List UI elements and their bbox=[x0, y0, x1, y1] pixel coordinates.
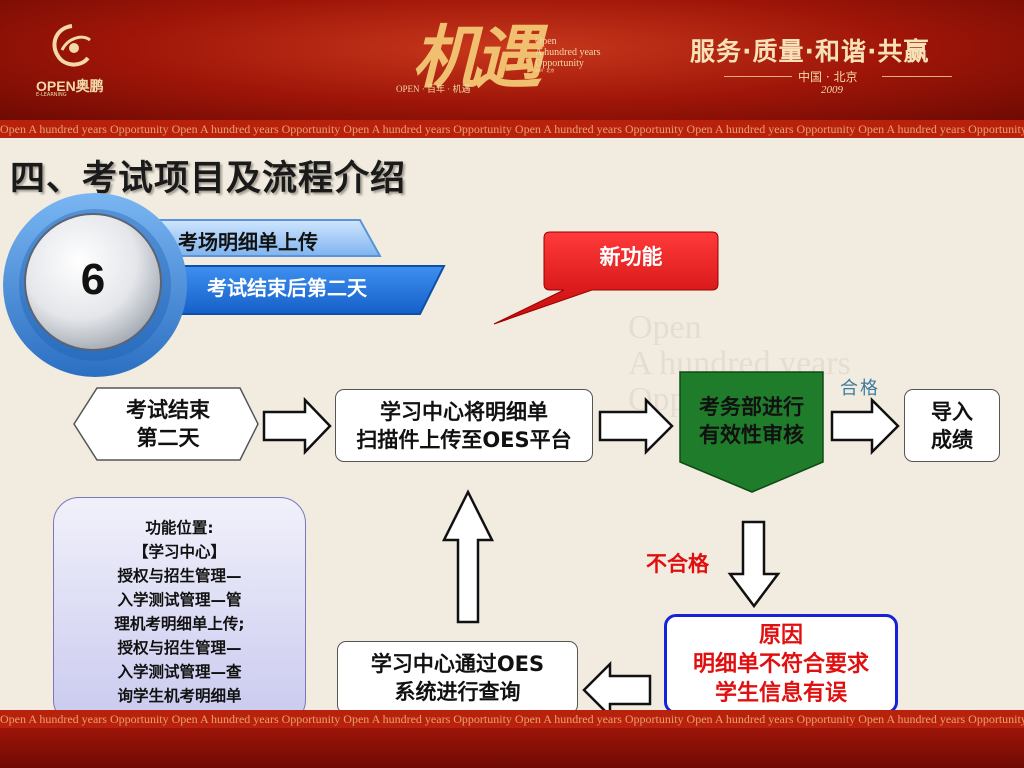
query-line: 系统进行查询 bbox=[394, 679, 521, 704]
location-text: 中国 · 北京 bbox=[798, 70, 858, 84]
brand-english-small: 2009 · 北京 bbox=[535, 68, 555, 73]
note-line: 授权与招生管理— bbox=[117, 638, 242, 657]
footer-strip: Open A hundred years Opportunity Open A … bbox=[0, 710, 1024, 728]
header-banner: OPEN奥鹏 E-LEARNING 机遇 Open A hundred year… bbox=[0, 0, 1024, 120]
callout-bubble bbox=[493, 231, 719, 325]
note-line: 【学习中心】 bbox=[132, 542, 226, 561]
note-line: 功能位置: bbox=[145, 518, 214, 537]
footer-bar bbox=[0, 728, 1024, 768]
note-line: 询学生机考明细单 bbox=[117, 686, 242, 705]
arrow-right bbox=[598, 396, 674, 456]
logo-text: OPEN奥鹏 bbox=[36, 78, 104, 94]
step1-line: 第二天 bbox=[136, 426, 200, 450]
brand-english-line: Opportunity bbox=[535, 58, 584, 69]
step3-text: 考务部进行 有效性审核 bbox=[680, 390, 823, 452]
step4-box: 导入 成绩 bbox=[904, 389, 1000, 462]
brand-english: Open A hundred years Opportunity bbox=[535, 36, 601, 69]
brand-english-line: A hundred years bbox=[535, 47, 601, 58]
reason-line: 学生信息有误 bbox=[714, 680, 847, 706]
step3-line: 考务部进行 bbox=[699, 395, 804, 419]
reason-line: 原因 bbox=[758, 622, 803, 648]
step1-line: 考试结束 bbox=[126, 398, 210, 422]
step2-box: 学习中心将明细单 扫描件上传至OES平台 bbox=[335, 389, 593, 462]
arrow-up bbox=[441, 489, 495, 624]
badge-disc bbox=[24, 213, 162, 351]
step2-line: 扫描件上传至OES平台 bbox=[356, 427, 572, 452]
slogan: 服务·质量·和谐·共赢 bbox=[690, 37, 930, 66]
note-line: 授权与招生管理— bbox=[117, 566, 242, 585]
step4-line: 成绩 bbox=[931, 427, 973, 452]
open-logo-icon bbox=[52, 24, 91, 67]
query-line: 学习中心通过OES bbox=[370, 651, 545, 676]
note-line: 入学测试管理—管 bbox=[117, 590, 242, 609]
query-box: 学习中心通过OES 系统进行查询 bbox=[337, 641, 578, 714]
step3-line: 有效性审核 bbox=[699, 423, 804, 447]
note-line: 理机考明细单上传; bbox=[114, 614, 245, 633]
fail-label: 不合格 bbox=[646, 552, 709, 576]
brand-calligraphy: 机遇 bbox=[412, 18, 542, 98]
pass-label: 合格 bbox=[840, 378, 880, 399]
function-location-note: 功能位置: 【学习中心】 授权与招生管理— 入学测试管理—管 理机考明细单上传;… bbox=[53, 497, 306, 726]
callout-label: 新功能 bbox=[599, 245, 663, 269]
header-strip: Open A hundred years Opportunity Open A … bbox=[0, 120, 1024, 138]
brand-english-line: Open bbox=[535, 36, 557, 47]
step1-hexagon bbox=[73, 387, 259, 461]
arrow-down bbox=[727, 520, 781, 609]
reason-line: 明细单不符合要求 bbox=[692, 651, 869, 677]
arrow-right bbox=[830, 396, 900, 456]
ribbon-bottom-label: 考试结束后第二天 bbox=[207, 276, 367, 300]
step-number: 6 bbox=[80, 255, 106, 304]
divider-line bbox=[724, 76, 792, 77]
arrow-left bbox=[582, 660, 652, 720]
reason-box: 原因 明细单不符合要求 学生信息有误 bbox=[664, 614, 898, 714]
step1-text: 考试结束 第二天 bbox=[78, 388, 258, 460]
arrow-right bbox=[262, 396, 332, 456]
divider-line bbox=[882, 76, 952, 77]
step2-line: 学习中心将明细单 bbox=[379, 399, 548, 424]
step-badge-graphic bbox=[3, 193, 446, 377]
step4-line: 导入 bbox=[931, 399, 973, 424]
watermark-line: Open bbox=[628, 309, 702, 346]
note-line: 入学测试管理—查 bbox=[117, 662, 242, 681]
year-text: 2009 bbox=[821, 84, 843, 96]
step3-pentagon bbox=[679, 371, 824, 493]
ribbon-top-label: 考场明细单上传 bbox=[178, 230, 318, 254]
logo-subtext: E-LEARNING bbox=[36, 92, 67, 98]
brand-subtitle: OPEN · 百年 · 机遇 bbox=[396, 84, 471, 94]
page-title: 四、考试项目及流程介绍 bbox=[10, 159, 407, 199]
